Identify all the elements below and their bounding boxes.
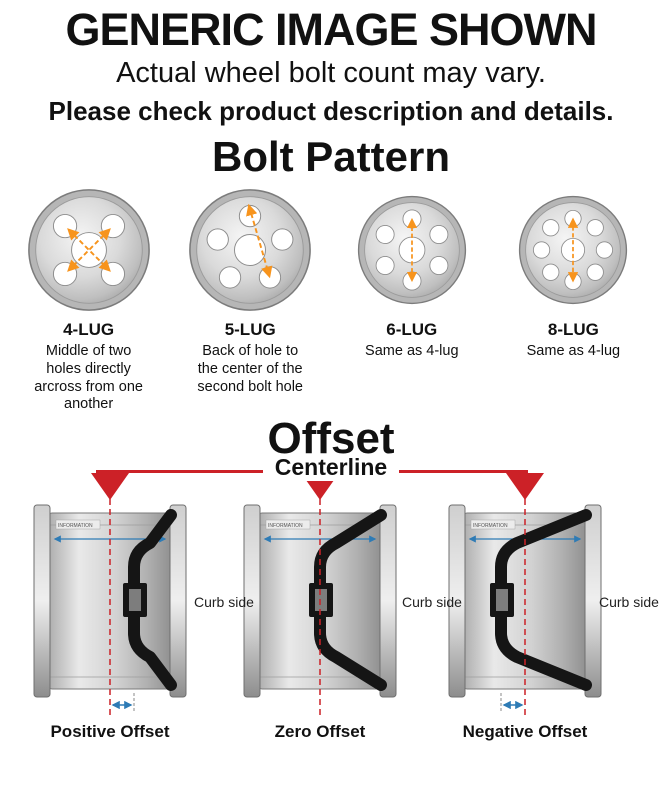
lug-description: Same as 4-lug	[526, 343, 621, 360]
lug-item-5: 5-LUG Back of hole to the center of the …	[173, 185, 327, 414]
zero-offset-wheel-diagram: INFORMATION	[243, 499, 397, 716]
positive-offset-wheel-diagram: INFORMATION	[33, 499, 187, 716]
centerline-marker-icon	[91, 473, 129, 501]
five-lug-wheel-icon	[189, 189, 312, 312]
six-lug-wheel-icon	[357, 196, 466, 305]
lug-item-8: 8-LUG Same as 4-lug	[496, 185, 650, 414]
offset-section: Offset Centerline INFORMATION	[0, 414, 662, 754]
curb-side-label: Curb side	[402, 594, 462, 611]
watermark-text: INFORMATION	[58, 523, 93, 529]
curb-side-label: Curb side	[194, 594, 254, 611]
product-info-graphic: GENERIC IMAGE SHOWN Actual wheel bolt co…	[0, 0, 662, 754]
four-lug-art	[26, 185, 152, 315]
six-lug-art	[356, 185, 468, 315]
page-title: GENERIC IMAGE SHOWN	[65, 4, 597, 55]
centerline-label: Centerline	[262, 454, 400, 482]
page-note: Please check product description and det…	[48, 96, 614, 127]
bolt-pattern-section: Bolt Pattern 4-LUG	[0, 135, 662, 414]
bolt-pattern-title: Bolt Pattern	[211, 133, 450, 181]
negative-offset-wheel-diagram: INFORMATION	[448, 499, 602, 716]
header: GENERIC IMAGE SHOWN Actual wheel bolt co…	[0, 0, 662, 127]
lug-label: 6-LUG	[386, 320, 438, 340]
zero-offset-label: Zero Offset	[274, 722, 366, 742]
lug-item-4: 4-LUG Middle of two holes directly arcro…	[12, 185, 166, 414]
lug-row: 4-LUG Middle of two holes directly arcro…	[0, 185, 662, 414]
lug-description: Same as 4-lug	[365, 343, 459, 360]
offset-title: Offset	[267, 414, 395, 464]
five-lug-art	[187, 185, 313, 315]
negative-offset-label: Negative Offset	[462, 722, 588, 742]
lug-label: 5-LUG	[224, 320, 276, 340]
measurement-line	[66, 228, 111, 273]
lug-label: 8-LUG	[547, 320, 599, 340]
eight-lug-art	[517, 185, 629, 315]
eight-lug-wheel-icon	[519, 196, 628, 305]
lug-description: Middle of two holes directly arcross fro…	[34, 343, 143, 413]
lug-item-6: 6-LUG Same as 4-lug	[335, 185, 489, 414]
four-lug-wheel-icon	[27, 189, 150, 312]
watermark-text: INFORMATION	[268, 523, 303, 529]
lug-label: 4-LUG	[63, 320, 115, 340]
offset-diagram: Centerline INFORMATION	[0, 454, 662, 754]
page-subtitle: Actual wheel bolt count may vary.	[116, 57, 546, 90]
centerline-marker-icon	[506, 473, 544, 501]
positive-offset-label: Positive Offset	[50, 722, 170, 742]
measurement-line	[246, 204, 273, 279]
watermark-text: INFORMATION	[473, 523, 508, 529]
curb-side-label: Curb side	[599, 594, 659, 611]
lug-description: Back of hole to the center of the second…	[197, 343, 303, 395]
